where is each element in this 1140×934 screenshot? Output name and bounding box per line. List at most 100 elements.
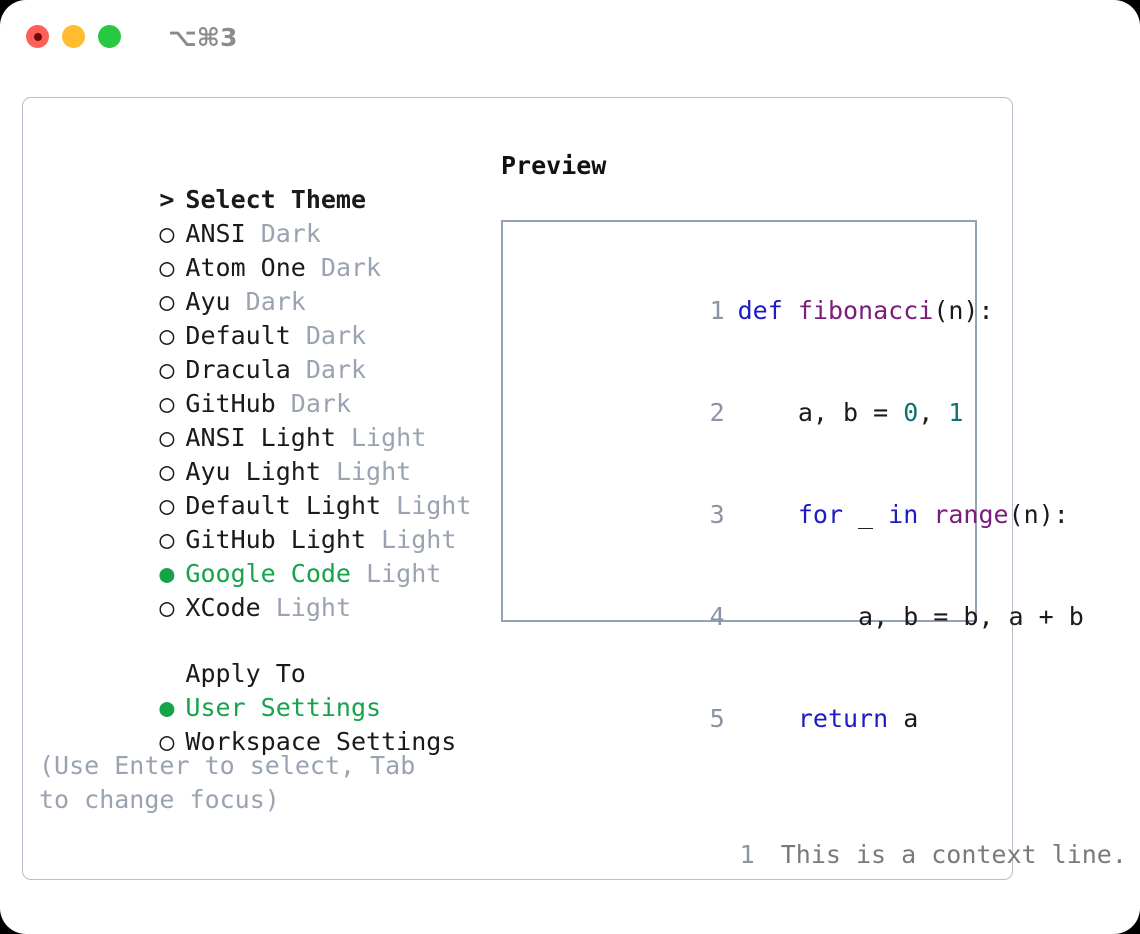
theme-name: Dracula [185, 355, 291, 384]
radio-unselected-icon: ○ [159, 457, 175, 486]
radio-selected-icon: ● [159, 559, 175, 588]
code-token-plain: _ [843, 500, 889, 529]
minimize-window-button[interactable] [62, 25, 85, 48]
theme-name: Default [185, 321, 291, 350]
close-window-button[interactable] [26, 25, 49, 48]
theme-appearance-tag: Dark [320, 253, 382, 282]
theme-appearance-tag: Light [366, 559, 442, 588]
theme-option-ansi-dark[interactable]: ○ ANSI Dark [39, 183, 479, 248]
radio-unselected-icon: ○ [159, 287, 175, 316]
theme-appearance-tag: Light [351, 423, 427, 452]
theme-option-default-light[interactable]: ○ Default Light Light [39, 455, 479, 520]
code-line: 2 a, b = 0, 1 [518, 362, 967, 464]
radio-unselected-icon: ○ [159, 491, 175, 520]
radio-unselected-icon: ○ [159, 727, 175, 756]
code-token-keyword: in [888, 500, 919, 529]
radio-unselected-icon: ○ [159, 355, 175, 384]
code-line: 1 def fibonacci(n): [518, 260, 994, 362]
theme-name: Default Light [185, 491, 382, 520]
theme-name: XCode [185, 593, 261, 622]
theme-name: ANSI [185, 219, 246, 248]
theme-name: Atom One [185, 253, 306, 282]
theme-option-github-light[interactable]: ○ GitHub Light Light [39, 489, 479, 554]
code-token-plain [738, 500, 798, 529]
theme-appearance-tag: Dark [305, 321, 367, 350]
code-token-function: fibonacci [797, 296, 934, 325]
heading-indent: · [159, 657, 185, 691]
preview-title: Preview [501, 151, 607, 180]
diff-text: This is a context line. [780, 840, 1127, 869]
theme-name: ANSI Light [185, 423, 336, 452]
code-token-function: range [933, 500, 1009, 529]
radio-unselected-icon: ○ [159, 389, 175, 418]
theme-name: GitHub [185, 389, 276, 418]
radio-unselected-icon: ○ [159, 423, 175, 452]
theme-appearance-tag: Light [396, 491, 472, 520]
code-token-plain: a, b = [737, 398, 904, 427]
code-token-plain: a, b = b, a + b [737, 602, 1084, 631]
line-number: 2 [709, 398, 725, 427]
select-theme-title: Select Theme [185, 185, 367, 214]
code-token-plain: a [888, 704, 919, 733]
theme-name: Google Code [185, 559, 351, 588]
diff-line-deleted: 2-This line was deleted. [518, 906, 967, 934]
radio-unselected-icon: ○ [159, 525, 175, 554]
line-number: 1 [739, 840, 755, 869]
theme-name: Ayu Light [185, 457, 321, 486]
code-token-plain [918, 500, 933, 529]
code-token-keyword: def [737, 296, 798, 325]
theme-option-ayu-light[interactable]: ○ Ayu Light Light [39, 421, 479, 486]
theme-option-github-dark[interactable]: ○ GitHub Dark [39, 353, 479, 418]
radio-unselected-icon: ○ [159, 321, 175, 350]
code-token-keyword: return [797, 704, 889, 733]
apply-to-heading: ·Apply To [39, 623, 479, 688]
line-number: 3 [709, 500, 725, 529]
radio-unselected-icon: ○ [159, 219, 175, 248]
diff-marker [755, 838, 781, 872]
theme-appearance-tag: Light [275, 593, 352, 622]
theme-option-ayu-dark[interactable]: ○ Ayu Dark [39, 251, 479, 316]
code-token-plain: , [918, 398, 949, 427]
theme-appearance-tag: Light [381, 525, 457, 554]
code-token-plain: (n): [1008, 500, 1069, 529]
code-line: 3 for _ in range(n): [518, 464, 1069, 566]
theme-name: GitHub Light [185, 525, 367, 554]
line-number: 5 [709, 704, 725, 733]
keyboard-hint-text: (Use Enter to select, Tab to change focu… [39, 751, 416, 814]
theme-option-default-dark[interactable]: ○ Default Dark [39, 285, 479, 350]
code-token-keyword: for [797, 500, 843, 529]
title-bar: ⌥⌘3 [0, 0, 1140, 78]
traffic-lights [26, 25, 121, 48]
theme-name: Ayu [185, 287, 231, 316]
select-theme-header: > Select Theme [39, 149, 479, 214]
diff-line-context: 1 This is a context line. [518, 804, 1127, 906]
code-token-plain [738, 704, 798, 733]
theme-appearance-tag: Dark [290, 389, 352, 418]
code-line: 5 return a [518, 668, 967, 770]
prompt-caret-icon: > [159, 185, 175, 214]
apply-to-option-workspace-settings[interactable]: ○Workspace Settings [39, 691, 479, 756]
apply-to-option-user-settings[interactable]: ● User Settings [39, 657, 479, 722]
apply-to-option-label: User Settings [185, 693, 382, 722]
theme-option-ansi-light[interactable]: ○ ANSI Light Light [39, 387, 479, 452]
theme-appearance-tag: Dark [305, 355, 367, 384]
keyboard-shortcut-label: ⌥⌘3 [168, 23, 238, 52]
radio-unselected-icon: ○ [159, 253, 175, 282]
line-number: 4 [709, 602, 725, 631]
line-number: 1 [709, 296, 725, 325]
theme-option-google-code-light[interactable]: ● Google Code Light [39, 523, 479, 588]
radio-unselected-icon: ○ [159, 593, 175, 622]
maximize-window-button[interactable] [98, 25, 121, 48]
theme-appearance-tag: Dark [245, 287, 306, 316]
radio-selected-icon: ● [159, 693, 175, 722]
theme-option-dracula-dark[interactable]: ○ Dracula Dark [39, 319, 479, 384]
theme-option-atom-one-dark[interactable]: ○ Atom One Dark [39, 217, 479, 282]
theme-appearance-tag: Dark [260, 219, 321, 248]
code-token-plain: (n): [933, 296, 994, 325]
code-line: 4 a, b = b, a + b [518, 566, 1084, 668]
theme-option-xcode-light[interactable]: ○ XCode Light [39, 557, 479, 622]
